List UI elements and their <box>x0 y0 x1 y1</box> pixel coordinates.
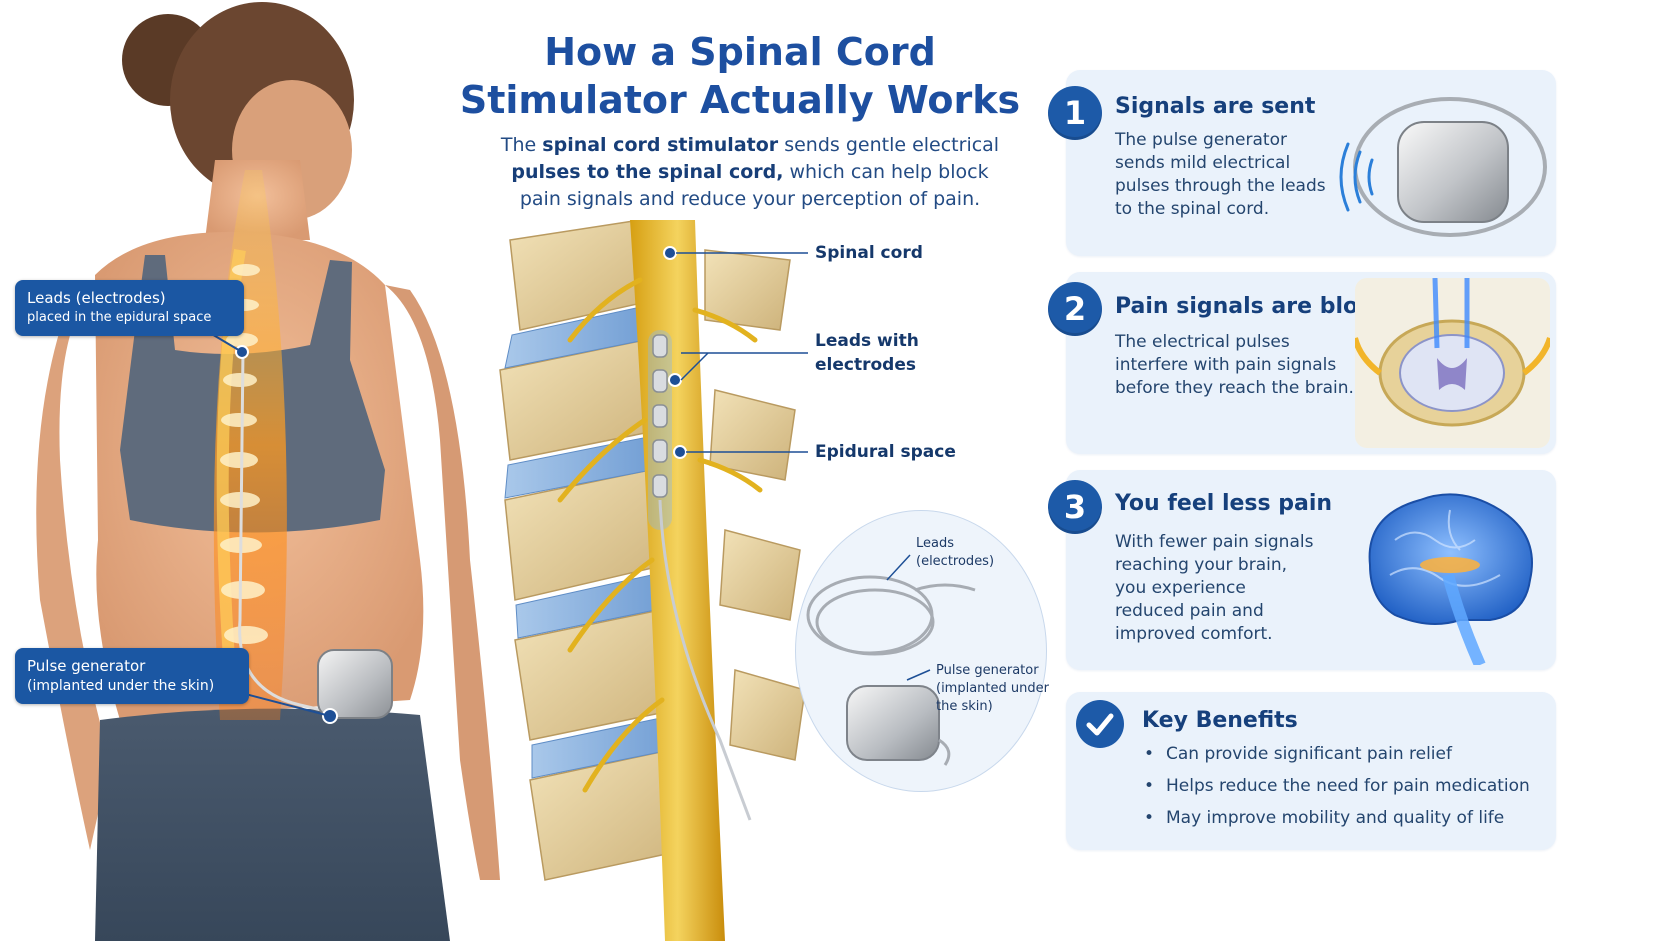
step-3-text: With fewer pain signals reaching your br… <box>1115 531 1335 646</box>
step-3-line: reduced pain and <box>1115 601 1264 621</box>
inset-leads-line-2: (electrodes) <box>916 554 995 569</box>
leads-callout-subtitle: placed in the epidural space <box>27 310 212 325</box>
step-1-line: The pulse generator <box>1115 130 1287 150</box>
spinal-cord-label: Spinal cord <box>815 243 923 263</box>
step-3-line: With fewer pain signals <box>1115 532 1314 552</box>
epidural-space-label: Epidural space <box>815 442 956 462</box>
spinal-cord-cross-section-illustration <box>1355 278 1550 448</box>
checkmark-icon <box>1076 700 1124 748</box>
page-subtitle: The spinal cord stimulator sends gentle … <box>500 132 1000 213</box>
step-1-number-badge: 1 <box>1048 86 1102 140</box>
generator-callout-title: Pulse generator <box>27 657 146 675</box>
inset-leads-line-1: Leads <box>916 536 955 551</box>
step-3-title: You feel less pain <box>1115 491 1333 516</box>
step-1-line: pulses through the leads <box>1115 176 1326 196</box>
patient-back-illustration <box>36 2 500 941</box>
brain-illustration <box>1368 493 1533 665</box>
inset-generator-line-1: Pulse generator <box>936 663 1039 678</box>
generator-callout: Pulse generator (implanted under the ski… <box>15 648 249 704</box>
step-3-line: you experience <box>1115 578 1246 598</box>
inset-generator-line-2: (implanted under <box>936 681 1049 696</box>
key-benefits-list: Can provide significant pain relief Help… <box>1144 738 1544 834</box>
page-title: How a Spinal Cord Stimulator Actually Wo… <box>459 30 1021 122</box>
inset-leads-label: Leads (electrodes) <box>916 535 994 571</box>
spine-cross-section-illustration <box>499 220 808 941</box>
step-3-line: improved comfort. <box>1115 624 1273 644</box>
step-1-text: The pulse generator sends mild electrica… <box>1115 129 1345 221</box>
subtitle-part-3: which can help block pain signals and re… <box>519 161 989 210</box>
inset-generator-line-3: the skin) <box>936 699 993 714</box>
step-2-number-badge: 2 <box>1048 282 1102 336</box>
pulse-generator-device-illustration <box>1339 97 1547 237</box>
leads-label-line-1: Leads with <box>815 331 919 351</box>
subtitle-part-2: sends gentle electrical <box>778 134 1000 156</box>
leads-label-line-2: electrodes <box>815 355 916 375</box>
step-3-line: reaching your brain, <box>1115 555 1288 575</box>
step-2-line: interfere with pain signals <box>1115 355 1337 375</box>
leads-with-electrodes-label: Leads with electrodes <box>815 329 919 377</box>
step-1-line: to the spinal cord. <box>1115 199 1270 219</box>
benefit-item: May improve mobility and quality of life <box>1144 802 1544 834</box>
step-3-number-badge: 3 <box>1048 480 1102 534</box>
leads-callout: Leads (electrodes) placed in the epidura… <box>15 280 244 336</box>
step-2-line: The electrical pulses <box>1115 332 1290 352</box>
leads-callout-title: Leads (electrodes) <box>27 289 166 307</box>
step-1-line: sends mild electrical <box>1115 153 1291 173</box>
step-2-text: The electrical pulses interfere with pai… <box>1115 331 1355 400</box>
generator-callout-subtitle: (implanted under the skin) <box>27 678 215 694</box>
step-2-line: before they reach the brain. <box>1115 378 1354 398</box>
device-inset-illustration <box>806 554 976 766</box>
subtitle-bold-1: spinal cord stimulator <box>542 134 779 156</box>
subtitle-bold-2: pulses to the spinal cord, <box>511 161 784 183</box>
key-benefits-title: Key Benefits <box>1142 708 1298 733</box>
benefit-item: Helps reduce the need for pain medicatio… <box>1144 770 1544 802</box>
benefit-item: Can provide significant pain relief <box>1144 738 1544 770</box>
step-1-title: Signals are sent <box>1115 94 1316 119</box>
inset-generator-label: Pulse generator (implanted under the ski… <box>936 662 1049 716</box>
subtitle-part-1: The <box>500 134 543 156</box>
